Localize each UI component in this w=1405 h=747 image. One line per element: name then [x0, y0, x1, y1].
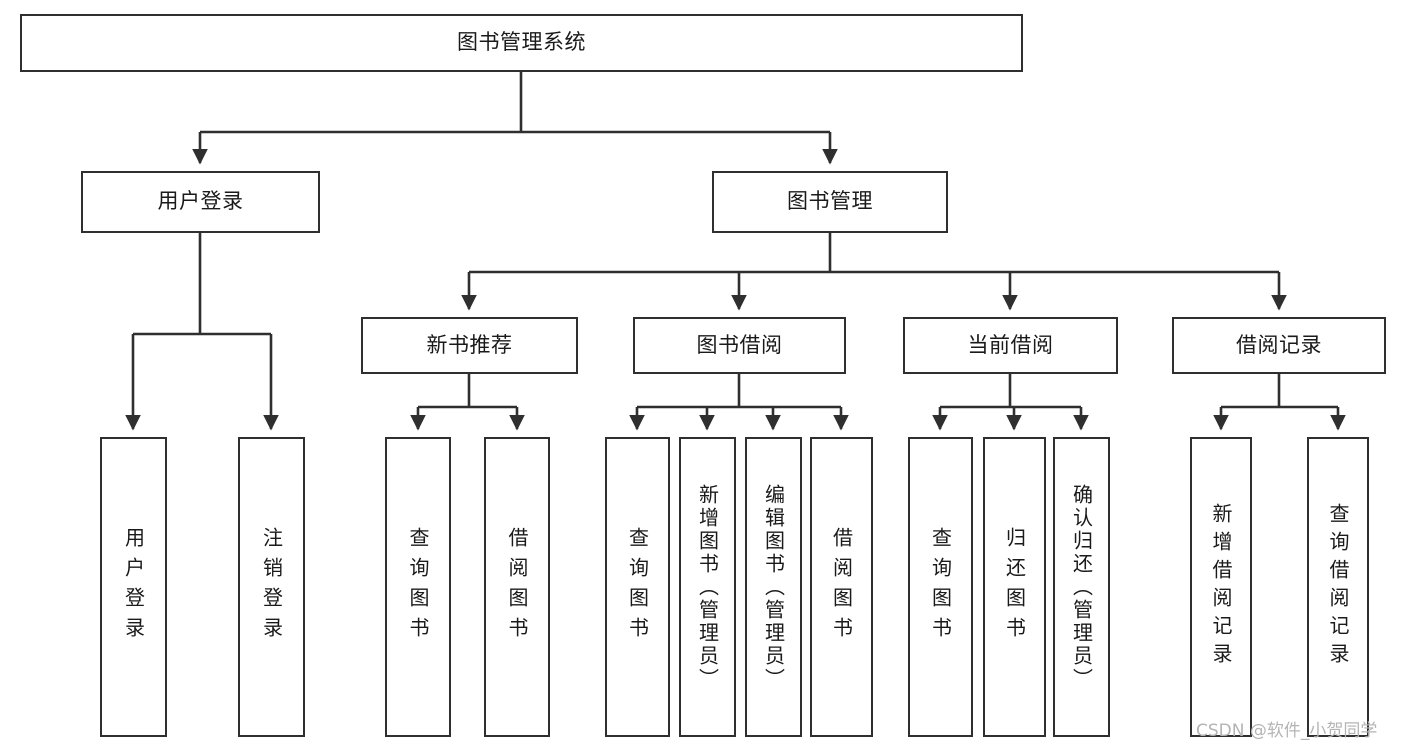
node-leaf-edit-book-label: 编辑图书（管理员） [761, 483, 786, 691]
node-current-borrow[interactable]: 当前借阅 [903, 317, 1118, 374]
node-leaf-add-record-label: 新增借阅记录 [1209, 503, 1233, 671]
node-leaf-logout[interactable]: 注销登录 [238, 437, 305, 737]
node-leaf-query-book-cur[interactable]: 查询图书 [908, 437, 973, 737]
node-root-label: 图书管理系统 [457, 30, 586, 55]
node-leaf-query-book-borrow-label: 查询图书 [625, 527, 650, 647]
watermark-text: CSDN @软件_小贺同学 [1196, 721, 1378, 741]
node-root[interactable]: 图书管理系统 [20, 14, 1023, 72]
node-current-borrow-label: 当前借阅 [967, 332, 1054, 357]
node-new-book-rec-label: 新书推荐 [426, 332, 513, 357]
node-leaf-query-book-rec[interactable]: 查询图书 [385, 437, 451, 737]
node-leaf-borrow-book-rec[interactable]: 借阅图书 [484, 437, 550, 737]
node-leaf-add-book[interactable]: 新增图书（管理员） [679, 437, 736, 737]
node-leaf-return-book-label: 归还图书 [1002, 527, 1027, 647]
node-leaf-confirm-return[interactable]: 确认归还（管理员） [1053, 437, 1110, 737]
node-leaf-logout-label: 注销登录 [259, 527, 284, 647]
node-leaf-return-book[interactable]: 归还图书 [983, 437, 1046, 737]
node-leaf-add-record[interactable]: 新增借阅记录 [1190, 437, 1252, 737]
node-leaf-borrow-book[interactable]: 借阅图书 [810, 437, 873, 737]
node-book-borrow-label: 图书借阅 [696, 332, 783, 357]
node-borrow-record-label: 借阅记录 [1236, 332, 1322, 357]
node-book-manage[interactable]: 图书管理 [712, 171, 948, 233]
node-leaf-query-book-borrow[interactable]: 查询图书 [605, 437, 670, 737]
node-new-book-rec[interactable]: 新书推荐 [361, 317, 578, 374]
node-leaf-query-record-label: 查询借阅记录 [1326, 503, 1350, 671]
node-leaf-user-login-label: 用户登录 [121, 527, 146, 647]
node-leaf-edit-book[interactable]: 编辑图书（管理员） [745, 437, 802, 737]
node-leaf-query-book-cur-label: 查询图书 [928, 527, 953, 647]
node-book-manage-label: 图书管理 [787, 189, 873, 214]
node-leaf-add-book-label: 新增图书（管理员） [695, 483, 720, 691]
node-leaf-borrow-book-rec-label: 借阅图书 [505, 527, 529, 647]
node-leaf-query-book-rec-label: 查询图书 [406, 527, 430, 647]
node-leaf-confirm-return-label: 确认归还（管理员） [1069, 483, 1094, 691]
node-user-login-label: 用户登录 [157, 189, 244, 214]
node-leaf-query-record[interactable]: 查询借阅记录 [1307, 437, 1369, 737]
node-leaf-borrow-book-label: 借阅图书 [829, 527, 854, 647]
node-user-login[interactable]: 用户登录 [81, 171, 320, 233]
node-book-borrow[interactable]: 图书借阅 [633, 317, 846, 374]
node-leaf-user-login[interactable]: 用户登录 [100, 437, 167, 737]
node-borrow-record[interactable]: 借阅记录 [1172, 317, 1386, 374]
